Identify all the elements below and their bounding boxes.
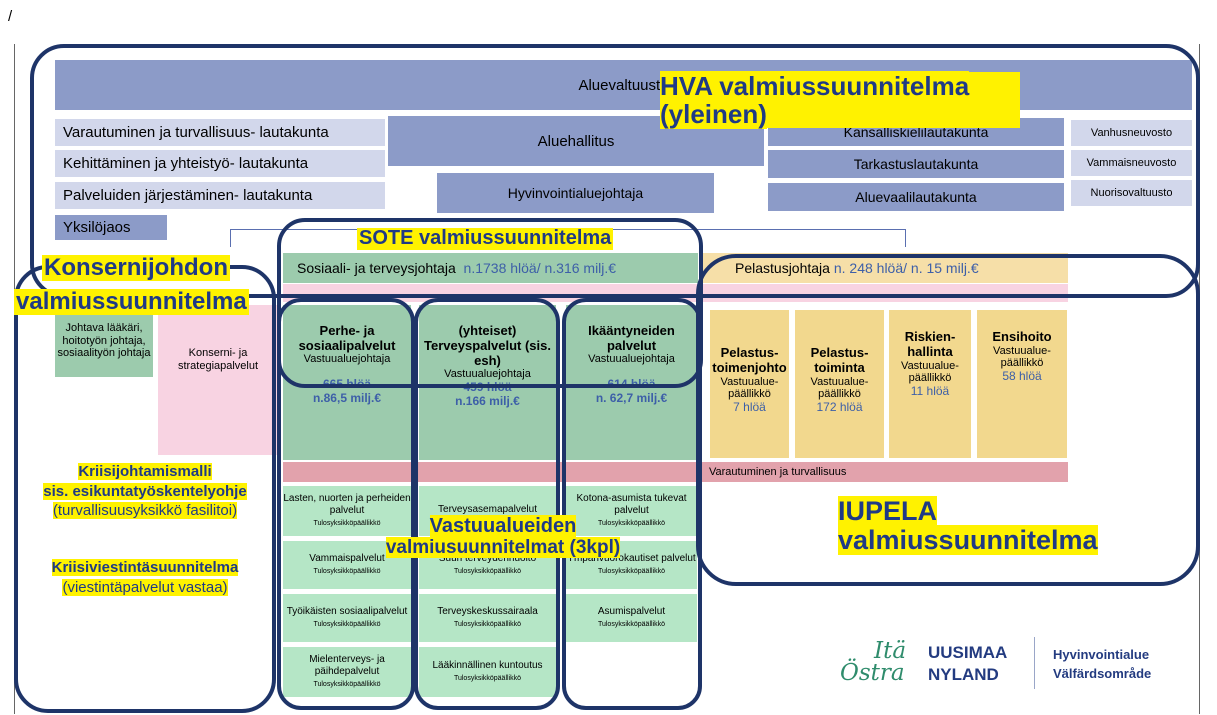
individual-section-box: Yksilöjaos: [55, 215, 167, 240]
unit-health: (yhteiset) Terveyspalvelut (sis. esh)Vas…: [419, 305, 556, 460]
group-plan-label-1: Konsernijohdon: [42, 254, 230, 281]
director-box: Hyvinvointialuejohtaja: [437, 173, 714, 213]
iupela-plan-label: IUPELA valmiussuunnitelma: [838, 496, 1098, 556]
council-youth: Nuorisovaltuusto: [1071, 180, 1192, 206]
group-services-box: Konserni- ja strategiapalvelut: [158, 305, 278, 455]
logo-nyland: NYLAND: [928, 665, 999, 684]
responsibility-plans-label: Vastuualueiden valmiusuunnitelmat (3kpl): [385, 515, 621, 558]
committee-development: Kehittäminen ja yhteistyö- lautakunta: [55, 150, 385, 177]
preparedness-bar: Varautuminen ja turvallisuus: [283, 462, 1068, 482]
group-plan-label-2: valmiussuunnitelma: [14, 288, 249, 315]
slash-mark: /: [8, 8, 13, 25]
committee-preparedness: Varautuminen ja turvallisuus- lautakunta: [55, 119, 385, 146]
organization-logo: Itä UUSIMAA Östra NYLAND: [840, 638, 1040, 688]
regional-government-box: Aluehallitus: [388, 116, 764, 166]
council-elderly: Vanhusneuvosto: [1071, 120, 1192, 146]
sote-director-box: Sosiaali- ja terveysjohtaja n.1738 hlöä/…: [283, 253, 698, 283]
medical-directors-box: Johtava lääkäri, hoitotyön johtaja, sosi…: [55, 305, 153, 377]
pink-band: [283, 284, 1068, 302]
sote-plan-label: SOTE valmiussuunnitelma: [357, 227, 614, 250]
hva-plan-label: HVA valmiussuunnitelma (yleinen): [660, 71, 1020, 130]
council-disability: Vammaisneuvosto: [1071, 150, 1192, 176]
committee-election: Aluevaalilautakunta: [768, 183, 1064, 211]
crisis-management-label: Kriisijohtamismalli sis. esikuntatyösken…: [43, 463, 247, 520]
logo-ostra: Östra: [840, 660, 905, 686]
rescue-director-box: Pelastusjohtaja n. 248 hlöä/ n. 15 milj.…: [703, 253, 1068, 283]
regional-council-box: Aluevaltuusto: [55, 60, 1192, 110]
committee-audit: Tarkastuslautakunta: [768, 150, 1064, 178]
logo-ita: Itä: [874, 638, 907, 664]
committee-service-organizing: Palveluiden järjestäminen- lautakunta: [55, 182, 385, 209]
logo-uusimaa: UUSIMAA: [928, 643, 1008, 662]
logo-divider: [1034, 637, 1035, 689]
crisis-communication-label: Kriisiviestintäsuunnitelma (viestintäpal…: [51, 559, 239, 596]
